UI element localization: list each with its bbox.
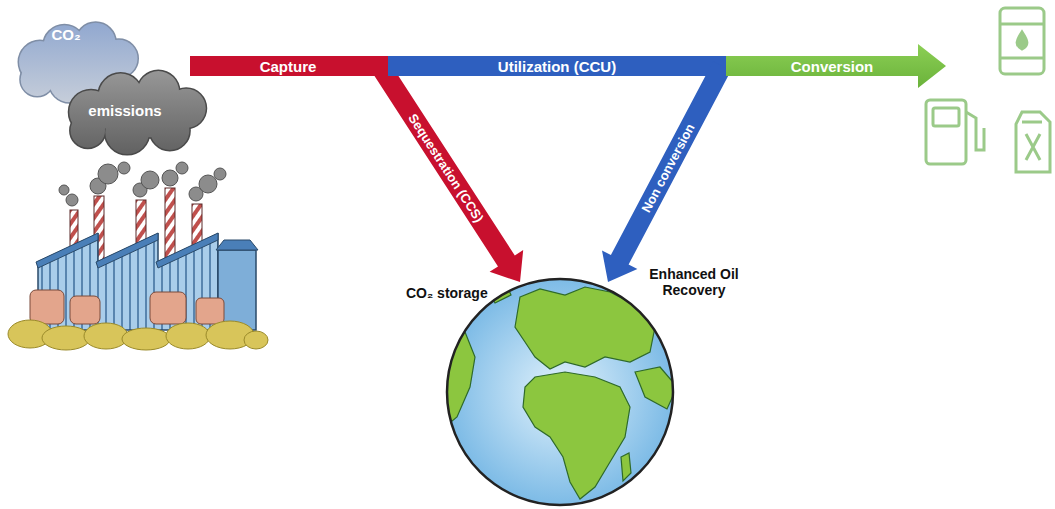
cloud-shape: emissions: [55, 66, 219, 158]
factory-illustration-part-part: [196, 298, 224, 324]
factory-illustration-part-part: [70, 296, 100, 324]
fuel-icons-part: [1022, 122, 1042, 160]
fuel-icons-part: [926, 100, 966, 164]
globe-graphic-part-part: [515, 287, 655, 369]
factory-illustration-part: [59, 162, 226, 206]
factory-illustration-part-part: [122, 328, 170, 350]
globe-graphic-part-part: [621, 453, 631, 481]
factory-illustration-part: [30, 290, 224, 324]
cloud-graphic-part-part: [21, 63, 54, 96]
fuel-icons: [926, 8, 1050, 172]
factory-illustration-part-part: [141, 171, 159, 189]
globe-graphic-part-part: [523, 372, 630, 499]
factory-illustration-part-part: [42, 326, 90, 350]
utilization-band-part: [388, 56, 728, 76]
factory-illustration-part-part: [156, 233, 218, 268]
cloud-label: CO₂: [10, 26, 122, 43]
globe-graphic: [445, 277, 675, 507]
factory-illustration-part-part: [199, 175, 217, 193]
utilization-band: [388, 56, 731, 282]
factory-illustration-part: [8, 168, 270, 354]
capture-band-part: [372, 61, 524, 283]
band-label: Non conversion: [639, 122, 696, 215]
factory-illustration-part-part: [36, 233, 98, 268]
band-label: Sequestration (CCS): [406, 111, 486, 224]
band-label: Conversion: [791, 59, 874, 74]
fuel-icons-part: [1017, 32, 1027, 49]
factory-illustration-part-part: [176, 162, 188, 174]
factory-illustration-part-part: [244, 331, 268, 349]
capture-band-part: [190, 56, 390, 76]
cloud-graphic-part-part: [21, 63, 54, 96]
utilization-band-part: [602, 61, 731, 282]
conversion-arrow: [726, 44, 946, 88]
globe-graphic-part: [447, 279, 673, 505]
fuel-icons-part: [933, 108, 959, 126]
fuel-icons-part: [1000, 57, 1044, 60]
globe-node: CO₂ storageEnhanced Oil Recovery: [445, 277, 675, 507]
factory-illustration: [8, 162, 270, 354]
factory-illustration-part-part: [150, 292, 186, 324]
cloud-label: emissions: [55, 102, 195, 119]
conversion-arrow-part: [726, 44, 946, 88]
factory-illustration-part-part: [118, 162, 130, 174]
band-label: Utilization (CCU): [498, 59, 616, 74]
factory-illustration-part-part: [98, 164, 118, 184]
band-label: Capture: [260, 59, 317, 74]
factory-illustration-part-part: [66, 194, 78, 206]
factory-illustration-part-part: [96, 233, 158, 268]
fuel-icons-part: [966, 112, 984, 150]
fuel-icons-part: [1000, 23, 1044, 26]
factory-illustration-part: [36, 233, 218, 268]
globe-label: Enhanced Oil Recovery: [641, 265, 747, 299]
fuel-icons-part: [1000, 8, 1044, 74]
factory-illustration-part-part: [30, 290, 64, 324]
factory-illustration-part: [8, 320, 268, 350]
factory-illustration-part-part: [84, 323, 128, 349]
factory-illustration-part-part: [214, 168, 226, 180]
globe-graphic-part: [447, 279, 673, 505]
fuel-icons-part: [1016, 112, 1050, 172]
factory-illustration-part-part: [59, 185, 69, 195]
factory-illustration-part: [216, 240, 258, 250]
factory-illustration-part-part: [166, 323, 210, 349]
globe-label: CO₂ storage: [403, 284, 491, 302]
factory-illustration-part-part: [162, 170, 178, 186]
